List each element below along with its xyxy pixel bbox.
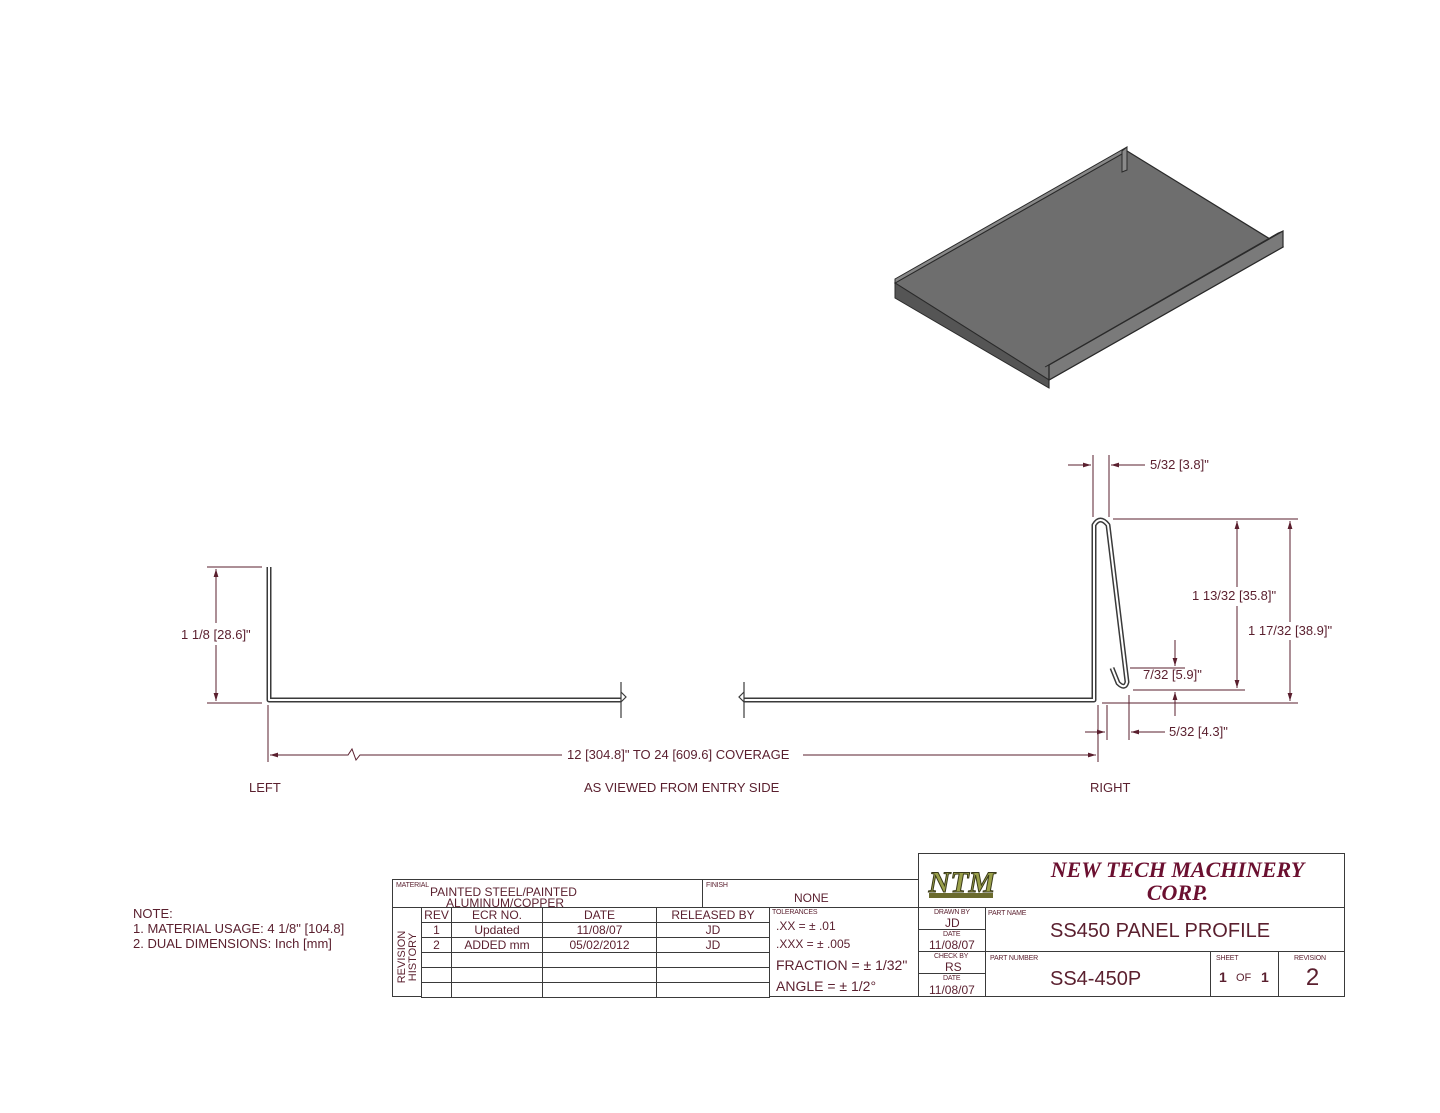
coverage-label: 12 [304.8]" TO 24 [609.6] COVERAGE	[567, 747, 790, 762]
check-date-value: 11/08/07	[929, 983, 975, 997]
part-name-value: SS450 PANEL PROFILE	[1050, 920, 1271, 942]
right-view-label: RIGHT	[1090, 780, 1131, 795]
revision-history-label: REVISION HISTORY	[396, 930, 419, 984]
released-by-header: RELEASED BY	[671, 908, 755, 922]
sheet-total-value: 1	[1261, 969, 1269, 985]
tolerance-fraction: FRACTION = ± 1/32"	[776, 957, 908, 973]
ntm-logo: NTM	[927, 863, 997, 901]
ecr-cell: Updated	[474, 923, 520, 937]
released-by-cell: JD	[705, 923, 721, 937]
right-height-dimensions: 1 13/32 [35.8]" 1 17/32 [38.9]"	[1102, 518, 1333, 704]
hook-dimension: 7/32 [5.9]"	[1130, 640, 1202, 716]
check-by-label: CHECK BY	[934, 953, 969, 960]
drawn-date-value: 11/08/07	[929, 938, 975, 952]
part-name-label: PART NAME	[988, 910, 1027, 917]
drawn-by-value: JD	[945, 916, 960, 930]
check-by-cell: CHECK BY RS	[918, 951, 986, 974]
top-tab-dimension: 5/32 [3.8]"	[1068, 455, 1209, 517]
sheet-of-label: OF	[1236, 972, 1252, 984]
right-height-label: 1 13/32 [35.8]"	[1192, 588, 1277, 603]
left-view-label: LEFT	[249, 780, 281, 795]
company-name-line2: CORP.	[1146, 880, 1209, 905]
finish-value: NONE	[794, 891, 829, 905]
part-number-label: PART NUMBER	[990, 955, 1038, 962]
part-name-cell: PART NAME SS450 PANEL PROFILE	[985, 907, 1345, 952]
rev-cell: 1	[433, 923, 440, 937]
revision-value: 2	[1305, 964, 1320, 991]
bottom-tab-label: 5/32 [4.3]"	[1169, 724, 1228, 739]
tolerance-xx: .XX = ± .01	[776, 919, 836, 933]
note-item: 1. MATERIAL USAGE: 4 1/8" [104.8]	[133, 921, 345, 936]
drawn-by-cell: DRAWN BY JD	[918, 907, 986, 930]
material-line1: PAINTED STEEL/PAINTED	[430, 885, 577, 899]
panel-left-tab	[1121, 145, 1128, 173]
company-cell: NTM NEW TECH MACHINERY CORP.	[918, 853, 1345, 908]
part-number-cell: PART NUMBER SS4-450P	[985, 951, 1211, 997]
revision-label: REVISION	[1294, 955, 1326, 962]
tolerances-cell: TOLERANCES .XX = ± .01 .XXX = ± .005 FRA…	[769, 907, 919, 997]
logo-text: NTM	[928, 866, 997, 899]
left-profile	[266, 567, 627, 718]
ecr-cell: ADDED mm	[464, 938, 530, 952]
date-label: DATE	[943, 931, 961, 938]
right-profile	[738, 517, 1130, 718]
drawn-date-cell: DATE 11/08/07	[918, 929, 986, 952]
material-cell: MATERIAL PAINTED STEEL/PAINTED ALUMINUM/…	[392, 879, 703, 910]
bottom-tab-dimension: 5/32 [4.3]"	[1085, 695, 1228, 740]
ecr-header: ECR NO.	[471, 908, 522, 922]
note-item: 2. DUAL DIMENSIONS: Inch [mm]	[133, 936, 332, 951]
check-date-cell: DATE 11/08/07	[918, 973, 986, 997]
company-name-line1: NEW TECH MACHINERY	[1050, 857, 1305, 882]
right-overall-height-label: 1 17/32 [38.9]"	[1248, 623, 1333, 638]
top-tab-label: 5/32 [3.8]"	[1150, 457, 1209, 472]
drawn-by-label: DRAWN BY	[934, 909, 970, 916]
sheet-value: 1	[1219, 969, 1227, 985]
entry-side-label: AS VIEWED FROM ENTRY SIDE	[584, 780, 780, 795]
material-label: MATERIAL	[396, 882, 429, 889]
check-by-value: RS	[945, 960, 962, 974]
panel-right-rib-face	[1044, 230, 1284, 368]
tolerance-angle: ANGLE = ± 1/2°	[776, 978, 877, 994]
notes-heading: NOTE:	[133, 906, 173, 921]
isometric-panel	[893, 145, 1285, 389]
sheet-cell: SHEET 1 OF 1	[1210, 951, 1279, 997]
date-cell: 05/02/2012	[569, 938, 630, 952]
date-label: DATE	[943, 975, 961, 982]
material-line2: ALUMINUM/COPPER	[446, 896, 565, 910]
finish-label: FINISH	[706, 882, 728, 889]
sheet-label: SHEET	[1216, 955, 1239, 962]
tolerance-xxx: .XXX = ± .005	[776, 937, 851, 951]
revision-cell: REVISION 2	[1278, 951, 1345, 997]
part-number-value: SS4-450P	[1050, 968, 1142, 990]
date-header: DATE	[583, 908, 616, 922]
date-cell: 11/08/07	[576, 923, 623, 937]
hook-height-label: 7/32 [5.9]"	[1143, 667, 1202, 682]
tolerances-label: TOLERANCES	[772, 909, 818, 916]
revision-history-cell: REVISION HISTORY	[392, 907, 422, 997]
finish-cell: FINISH NONE	[702, 879, 919, 908]
rev-cell: 2	[433, 938, 440, 952]
released-by-cell: JD	[705, 938, 721, 952]
rev-header: REV	[424, 908, 449, 922]
notes: NOTE: 1. MATERIAL USAGE: 4 1/8" [104.8] …	[133, 906, 344, 951]
title-block: MATERIAL PAINTED STEEL/PAINTED ALUMINUM/…	[392, 853, 1345, 998]
left-height-label: 1 1/8 [28.6]"	[181, 627, 251, 642]
coverage-dimension: 12 [304.8]" TO 24 [609.6] COVERAGE	[267, 705, 1099, 762]
left-height-dimension: 1 1/8 [28.6]"	[181, 566, 262, 704]
